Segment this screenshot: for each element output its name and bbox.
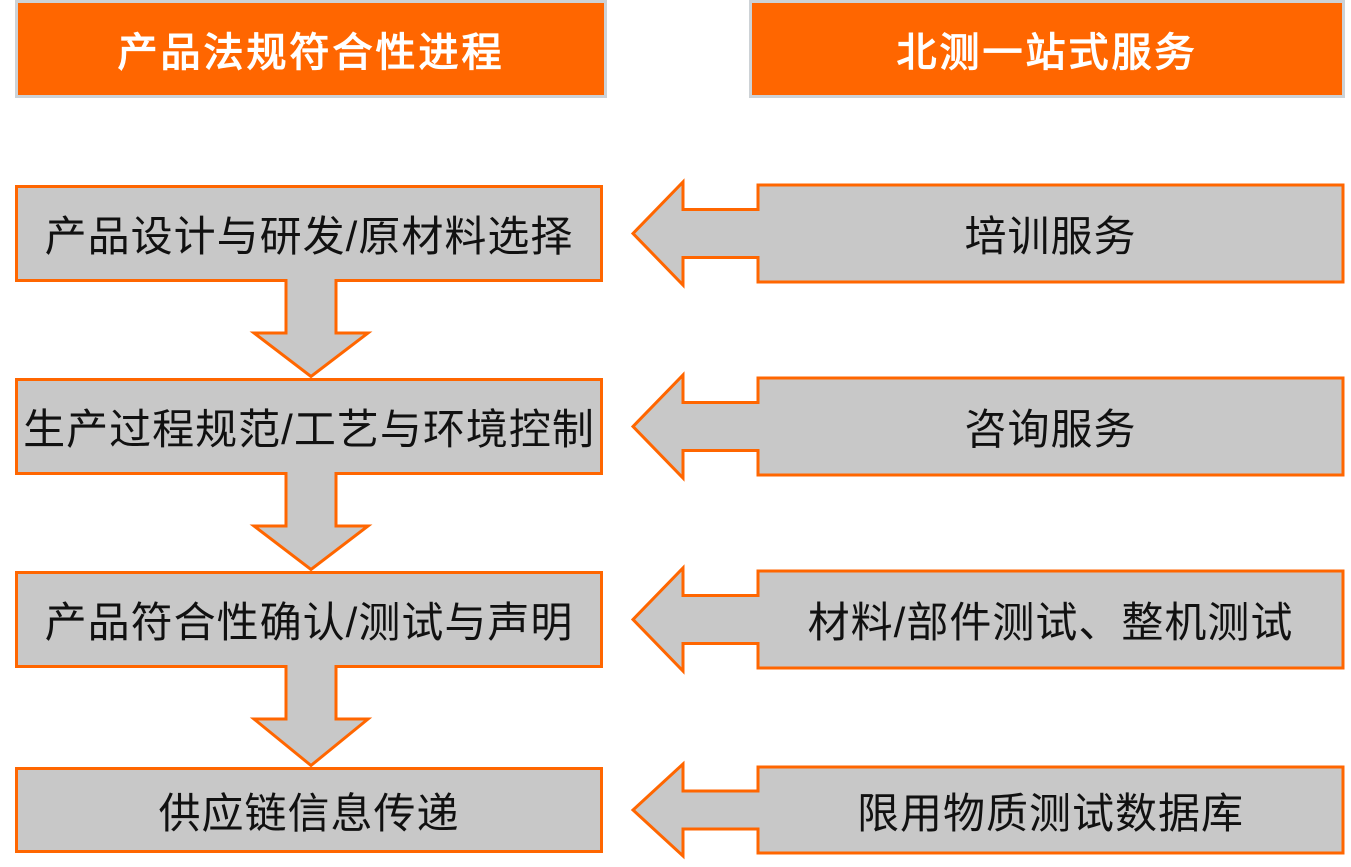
service-database-label-box: 限用物质测试数据库 — [758, 767, 1343, 853]
down-arrow-icon — [249, 665, 373, 768]
process-step-supplychain-label: 供应链信息传递 — [158, 789, 460, 837]
down-arrow-icon — [249, 472, 373, 572]
service-testing-label-box: 材料/部件测试、整机测试 — [758, 571, 1343, 668]
header-product-compliance-process-label: 产品法规符合性进程 — [117, 31, 505, 75]
down-arrow-icon — [249, 279, 373, 379]
process-step-design-box: 产品设计与研发/原材料选择 — [15, 185, 603, 282]
service-database-label: 限用物质测试数据库 — [856, 789, 1244, 837]
service-consulting-label-box: 咨询服务 — [758, 378, 1343, 475]
process-step-conformity-label: 产品符合性确认/测试与声明 — [44, 599, 574, 646]
header-product-compliance-process: 产品法规符合性进程 — [15, 0, 607, 98]
service-consulting-label: 咨询服务 — [964, 406, 1137, 453]
header-one-stop-service: 北测一站式服务 — [749, 0, 1345, 98]
process-step-supplychain-box: 供应链信息传递 — [15, 767, 603, 853]
process-step-production-box: 生产过程规范/工艺与环境控制 — [15, 378, 603, 475]
process-step-design-label: 产品设计与研发/原材料选择 — [44, 213, 574, 260]
service-testing-label: 材料/部件测试、整机测试 — [807, 599, 1294, 646]
service-training-label: 培训服务 — [964, 213, 1137, 260]
header-one-stop-service-label: 北测一站式服务 — [896, 31, 1198, 75]
process-step-production-label: 生产过程规范/工艺与环境控制 — [23, 406, 595, 453]
service-training-label-box: 培训服务 — [758, 185, 1343, 282]
process-step-conformity-box: 产品符合性确认/测试与声明 — [15, 571, 603, 668]
